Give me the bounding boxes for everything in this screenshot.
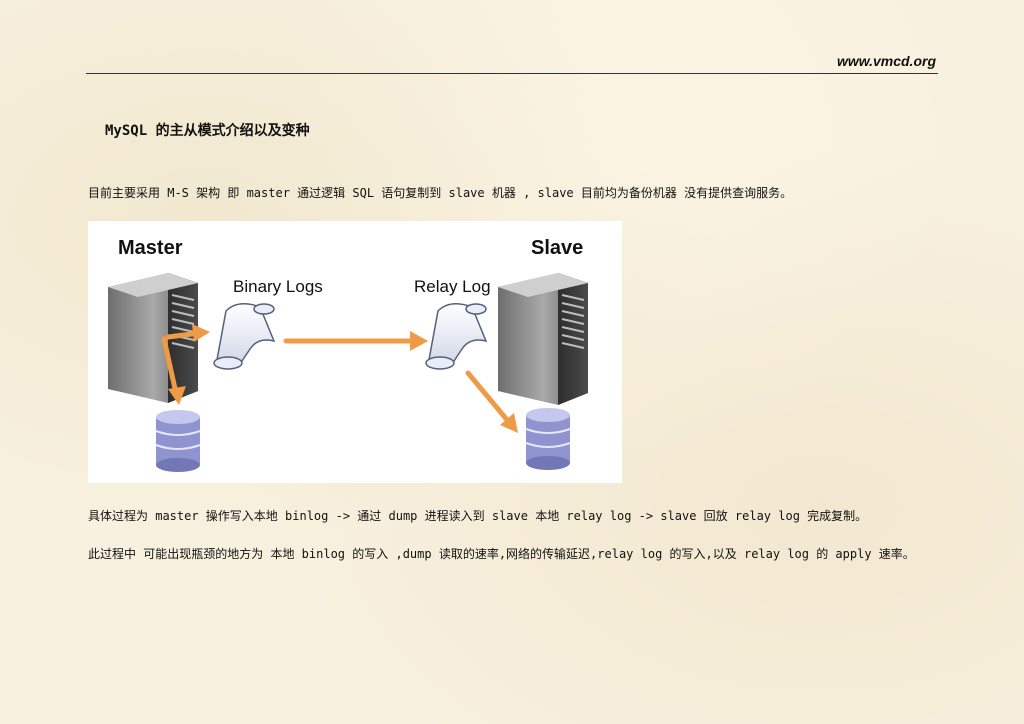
bottleneck-paragraph: 此过程中 可能出现瓶颈的地方为 本地 binlog 的写入 ,dump 读取的速…: [88, 547, 915, 561]
relay-to-db-arrow: [465, 370, 518, 433]
binary-logs-label: Binary Logs: [233, 277, 323, 296]
master-to-binlog-arrow: [165, 324, 210, 342]
master-server-icon: [108, 273, 198, 403]
relay-log-scroll-icon: [425, 303, 488, 370]
master-database-icon: [155, 410, 201, 472]
site-url[interactable]: www.vmcd.org: [836, 53, 936, 69]
binlog-to-relay-arrow: [283, 331, 428, 351]
header-rule: [86, 73, 938, 74]
binary-logs-scroll-icon: [213, 303, 276, 370]
relay-log-label: Relay Log: [414, 277, 491, 296]
intro-paragraph: 目前主要采用 M-S 架构 即 master 通过逻辑 SQL 语句复制到 sl…: [88, 186, 793, 200]
page-title: MySQL 的主从模式介绍以及变种: [105, 123, 310, 139]
process-paragraph: 具体过程为 master 操作写入本地 binlog -> 通过 dump 进程…: [88, 509, 868, 523]
replication-diagram: Master Slave Binary Logs Relay Log: [88, 221, 622, 483]
master-to-db-arrow: [161, 336, 186, 405]
slave-database-icon: [525, 408, 571, 470]
slave-label: Slave: [531, 237, 583, 259]
master-label: Master: [118, 237, 183, 259]
slave-server-icon: [498, 273, 588, 405]
